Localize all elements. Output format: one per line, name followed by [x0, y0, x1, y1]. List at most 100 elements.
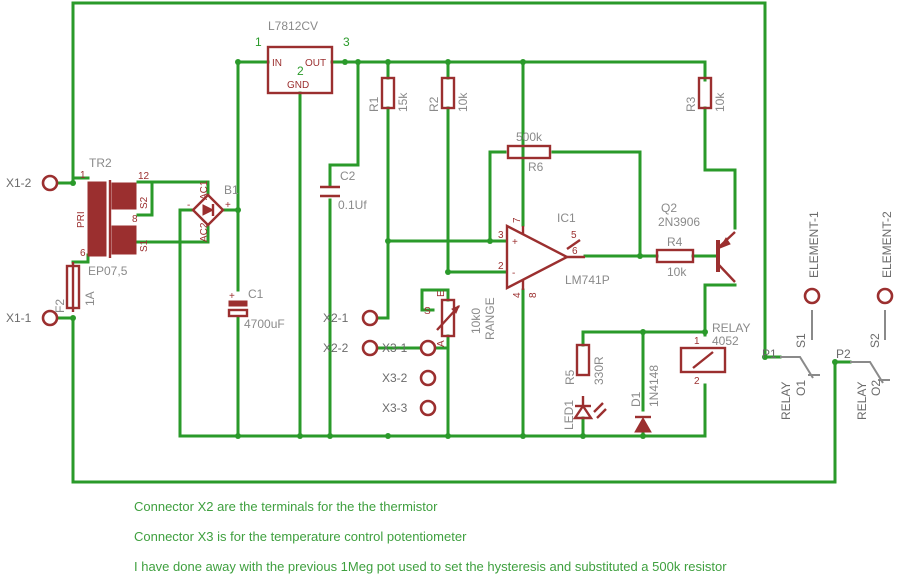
relay-contact2-no: O2 [869, 380, 883, 396]
x1-1-label: X1-1 [6, 311, 32, 325]
junctions [70, 59, 838, 439]
transformer-tr2: TR2 EP07,5 1 6 12 8 PRI S2 S1 [76, 156, 150, 278]
ic1-ref: IC1 [557, 211, 576, 225]
tr2-pin1: 1 [80, 170, 86, 181]
relay-coil: RELAY 4052 1 2 [679, 321, 750, 387]
r4-value: 10k [667, 265, 687, 279]
notes: Connector X2 are the terminals for the t… [134, 499, 727, 574]
tr2-s1: S1 [139, 239, 150, 252]
r2-ref: R2 [427, 96, 441, 112]
relay-contact1: RELAY [779, 382, 793, 420]
d1-type: 1N4148 [647, 365, 661, 407]
relay-pin2: 2 [694, 376, 700, 387]
bridge-b1: B1 AC1 AC2 - + [187, 180, 239, 242]
diode-d1: D1 1N4148 [629, 365, 661, 433]
potentiometer-range: S E A 10k0 RANGE [424, 290, 497, 347]
fuse-ref: F2 [53, 299, 67, 313]
pot-e: E [436, 290, 447, 297]
d1-ref: D1 [629, 391, 643, 407]
tr2-ref: TR2 [89, 156, 112, 170]
ic1-pin6: 6 [572, 246, 578, 257]
x3-2-pad[interactable] [419, 369, 437, 387]
note-3: I have done away with the previous 1Meg … [134, 559, 727, 574]
relay-pin1: 1 [694, 336, 700, 347]
r2-value: 10k [456, 92, 470, 112]
reg-ref: L7812CV [268, 19, 318, 33]
x2-2-label: X2-2 [323, 341, 349, 355]
transistor-q2: Q2 2N3906 [658, 201, 736, 283]
element-1-label: ELEMENT-1 [807, 211, 821, 278]
x3-1-pad[interactable] [419, 339, 437, 357]
fuse-value: 1A [83, 291, 97, 306]
note-2: Connector X3 is for the temperature cont… [134, 529, 467, 544]
pot-name: RANGE [483, 297, 497, 340]
relay-p1: P1 [762, 347, 777, 361]
reg-gnd: GND [287, 80, 309, 91]
x3-3-pad[interactable] [419, 399, 437, 417]
relay-type: 4052 [712, 334, 739, 348]
c2-ref: C2 [340, 169, 356, 183]
tr2-s2: S2 [139, 196, 150, 209]
x1-2-label: X1-2 [6, 176, 32, 190]
x1-2-pad[interactable] [41, 174, 59, 192]
resistor-r2: R2 10k [427, 76, 470, 112]
x3-3-label: X3-3 [382, 401, 408, 415]
relay-s1: S1 [794, 333, 808, 348]
relay-contacts: P1 P2 S1 S2 RELAY O1 RELAY O2 ELEMENT-1 … [762, 211, 894, 420]
connectors-x2-x3: X2-1 X2-2 X3-1 X3-2 X3-3 [323, 309, 437, 417]
ic1-type: LM741P [565, 273, 610, 287]
pot-a: A [436, 340, 447, 347]
relay-ref: RELAY [712, 321, 750, 335]
r1-value: 15k [396, 92, 410, 112]
r5-ref: R5 [563, 369, 577, 385]
led-led1: R5 330R LED1 [562, 343, 607, 430]
tr2-type: EP07,5 [88, 264, 128, 278]
element-2-pad[interactable] [876, 287, 894, 305]
r1-ref: R1 [367, 96, 381, 112]
connector-x1: X1-2 X1-1 [6, 174, 59, 327]
x2-1-pad[interactable] [361, 309, 379, 327]
regulator-l7812: L7812CV 1 2 3 IN OUT GND [255, 19, 350, 95]
opamp-ic1: IC1 LM741P + - 3 2 6 5 7 4 8 [498, 211, 610, 298]
relay-p2: P2 [836, 347, 851, 361]
fuse-f2: F2 1A [53, 262, 97, 313]
bridge-ref: B1 [224, 183, 239, 197]
pot-value: 10k0 [469, 308, 483, 334]
q2-ref: Q2 [661, 201, 677, 215]
element-2-label: ELEMENT-2 [880, 211, 894, 278]
tr2-pin6: 6 [80, 248, 86, 259]
reg-out: OUT [305, 58, 326, 69]
resistor-r1: R1 15k [367, 76, 410, 112]
x2-1-label: X2-1 [323, 311, 349, 325]
reg-pin3: 3 [343, 35, 350, 49]
r6-value: 500k [516, 130, 543, 144]
relay-contact1-no: O1 [794, 380, 808, 396]
capacitor-c2: C2 0.1Uf [320, 169, 367, 212]
x1-1-pad[interactable] [41, 309, 59, 327]
q2-type: 2N3906 [658, 215, 700, 229]
wires [55, 1, 852, 484]
r3-value: 10k [713, 92, 727, 112]
r4-ref: R4 [667, 235, 683, 249]
ic1-pin2: 2 [498, 261, 504, 272]
x3-1-label: X3-1 [382, 341, 408, 355]
pot-s: S [424, 306, 431, 317]
x2-2-pad[interactable] [361, 339, 379, 357]
bridge-plus: + [225, 200, 231, 211]
bridge-minus: - [187, 200, 190, 211]
c1-ref: C1 [248, 287, 264, 301]
note-1: Connector X2 are the terminals for the t… [134, 499, 438, 514]
capacitor-c1: + C1 4700uF [227, 287, 285, 331]
ic1-pin4: 4 [512, 292, 523, 298]
element-1-pad[interactable] [803, 287, 821, 305]
reg-in: IN [272, 58, 282, 69]
ic1-minus: - [512, 268, 515, 279]
c1-value: 4700uF [244, 317, 285, 331]
bridge-ac2: AC2 [199, 222, 210, 242]
relay-s2: S2 [868, 333, 882, 348]
resistor-r3: R3 10k [684, 76, 727, 112]
ic1-pin3: 3 [498, 230, 504, 241]
reg-pin1: 1 [255, 35, 262, 49]
